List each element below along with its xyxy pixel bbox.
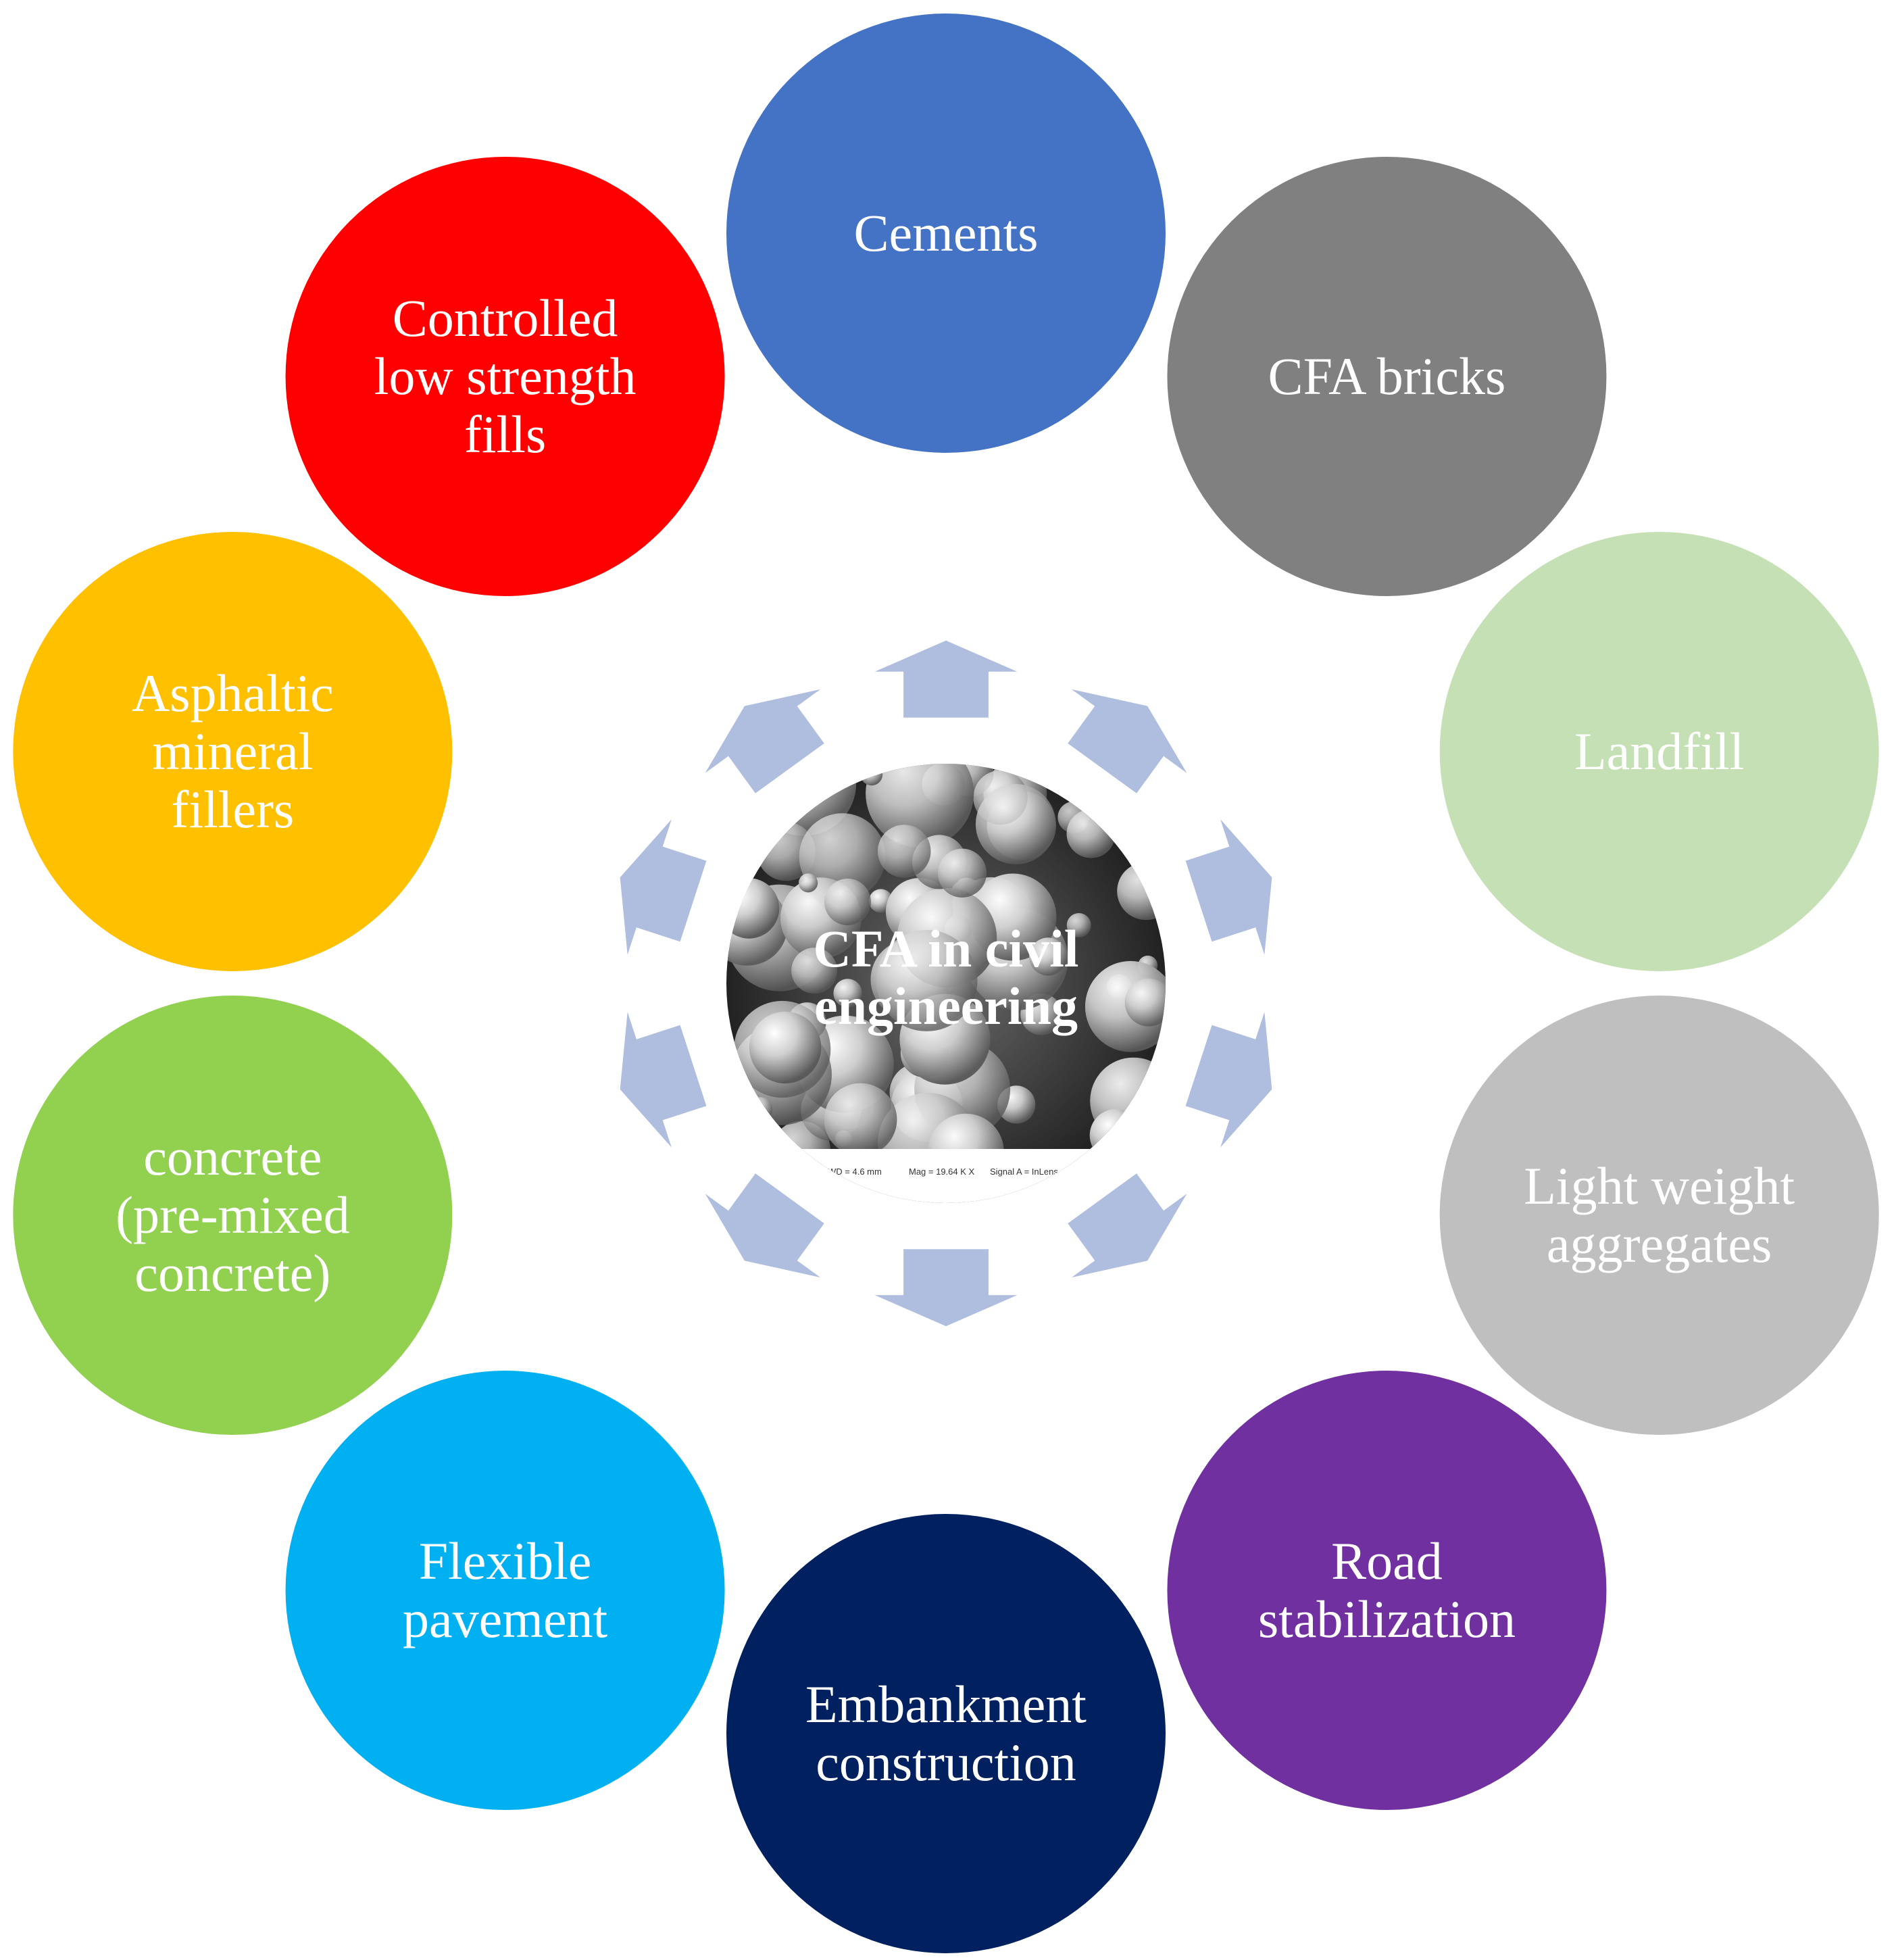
node-label-light-weight-aggregates-2: aggregates [1547, 1215, 1772, 1273]
scale-bar-mag: Mag = 19.64 K X [909, 1167, 975, 1177]
node-circle-asphaltic-mineral-fillers [13, 531, 453, 971]
arrow-to-road-stabilization [1068, 1173, 1187, 1278]
node-label-road-stabilization-1: Road [1331, 1532, 1443, 1590]
arrow-to-controlled-low-strength-fills [705, 689, 824, 793]
arrow-to-cements [874, 640, 1018, 718]
node-label-asphaltic-mineral-fillers-2: mineral [152, 722, 313, 781]
node-label-concrete-1: concrete [143, 1127, 322, 1186]
sem-sphere [726, 783, 779, 866]
sem-sphere [788, 766, 813, 791]
sem-sphere [726, 878, 780, 939]
scale-bar-signal: Signal A = InLens [990, 1167, 1058, 1177]
sem-sphere [791, 948, 838, 994]
scale-bar-wd: WD = 4.6 mm [828, 1167, 882, 1177]
sem-sphere [833, 979, 862, 1008]
node-label-embankment-construction-2: construction [816, 1733, 1076, 1792]
node-label-cfa-bricks-1: CFA bricks [1268, 347, 1506, 406]
sem-sphere [824, 879, 871, 925]
sem-sphere [799, 873, 818, 893]
sem-sphere [1029, 937, 1068, 976]
scale-bar-logo: Nano [1078, 1167, 1099, 1177]
arrow-to-flexible-pavement [705, 1173, 824, 1278]
sem-sphere [1089, 1109, 1143, 1162]
sem-sphere [860, 764, 883, 786]
sem-sphere [1124, 978, 1166, 1027]
node-label-concrete-2: (pre-mixed [116, 1185, 350, 1244]
node-cfa-bricks: CFA bricks [1167, 156, 1607, 596]
arrow-to-embankment-construction [874, 1249, 1018, 1327]
sem-sphere [749, 1011, 822, 1084]
node-circle-cfa-bricks [1167, 156, 1607, 596]
node-circle-landfill [1439, 531, 1879, 971]
sem-sphere [937, 848, 987, 898]
arrow-to-landfill [1185, 819, 1272, 955]
node-cements: Cements [726, 14, 1166, 453]
node-label-flexible-pavement-1: Flexible [419, 1532, 592, 1590]
node-label-controlled-low-strength-fills-3: fills [464, 405, 546, 464]
arrow-to-cfa-bricks [1068, 689, 1187, 793]
node-label-cements-1: Cements [854, 203, 1039, 262]
node-label-asphaltic-mineral-fillers-1: Asphaltic [132, 664, 334, 722]
node-label-controlled-low-strength-fills-2: low strength [374, 347, 637, 406]
sem-sphere [876, 929, 978, 1031]
node-landfill: Landfill [1439, 531, 1879, 971]
node-label-concrete-3: concrete) [134, 1244, 330, 1302]
node-circle-embankment-construction [726, 1514, 1166, 1953]
node-label-flexible-pavement-2: pavement [403, 1590, 608, 1648]
sem-sphere [877, 825, 931, 878]
sem-sphere [1066, 809, 1116, 858]
node-circle-cements [726, 14, 1166, 453]
node-circle-concrete [13, 996, 453, 1436]
sem-sphere [975, 784, 1056, 864]
center-title-line-1: CFA in civil [814, 919, 1079, 978]
arrow-to-concrete [620, 1012, 707, 1148]
center-title-line-2: engineering [814, 977, 1078, 1035]
node-label-road-stabilization-2: stabilization [1258, 1590, 1516, 1648]
node-label-embankment-construction-1: Embankment [805, 1675, 1087, 1734]
node-circle-light-weight-aggregates [1439, 996, 1879, 1436]
node-circle-flexible-pavement [285, 1371, 725, 1811]
node-label-asphaltic-mineral-fillers-3: fillers [171, 780, 294, 839]
arrow-to-asphaltic-mineral-fillers [620, 819, 707, 955]
node-label-landfill-1: Landfill [1574, 722, 1744, 781]
sem-sphere [1066, 913, 1091, 937]
node-label-controlled-low-strength-fills-1: Controlled [393, 289, 618, 347]
node-label-light-weight-aggregates-1: Light weight [1524, 1156, 1795, 1215]
sem-sphere [1117, 862, 1166, 921]
node-circle-controlled-low-strength-fills [285, 156, 725, 596]
center-hub: WD = 4.6 mm Mag = 19.64 K X Signal A = I… [726, 764, 1166, 1203]
node-circle-road-stabilization [1167, 1371, 1607, 1811]
arrow-to-light-weight-aggregates [1185, 1012, 1272, 1148]
sem-sphere [824, 1083, 897, 1156]
sem-sphere [748, 1097, 772, 1121]
arrows-layer [620, 640, 1272, 1327]
